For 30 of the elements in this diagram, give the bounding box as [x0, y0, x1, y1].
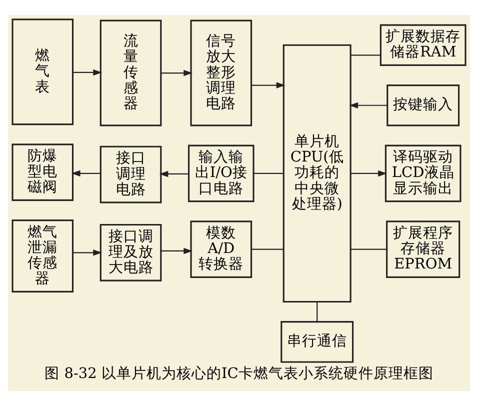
connector	[316, 302, 318, 322]
node-box: 扩展数据存储器RAM	[380, 24, 466, 66]
node-box: 译码驱动LCD液晶显示输出	[384, 144, 462, 202]
node-box: 信号放大整形调理电路	[190, 20, 252, 126]
arrow	[161, 70, 193, 76]
connector	[350, 248, 386, 250]
caption: 图 8-32 以单片机为核心的IC卡燃气表小系统硬件原理框图	[44, 366, 434, 382]
arrow	[252, 82, 286, 88]
node-box: 防爆型电磁阀	[12, 144, 74, 201]
node-box: 按键输入	[386, 84, 460, 126]
node-box: 扩展程序存储器EPROM	[386, 220, 460, 278]
arrow	[72, 250, 102, 256]
connector	[254, 172, 284, 174]
connector	[252, 248, 284, 250]
node-box: 燃气泄漏传感器	[12, 220, 74, 292]
node-box: 单片机CPU(低功耗的中央微处理器)	[282, 44, 352, 303]
node-box: 流量传感器	[100, 20, 162, 126]
arrow	[161, 248, 193, 254]
arrow	[72, 69, 102, 76]
node-box: 模数A/D转换器	[190, 220, 252, 278]
node-box: 串行通信	[280, 321, 354, 363]
node-box: 接口调理电路	[100, 146, 162, 204]
arrow	[71, 170, 100, 177]
arrow	[350, 170, 388, 177]
node-box: 输入输出I/O接口电路	[188, 144, 254, 202]
connector	[350, 54, 380, 56]
arrow	[349, 102, 388, 108]
node-box: 接口调理及放大电路	[100, 224, 162, 282]
node-box: 燃气表	[12, 18, 74, 126]
arrow	[159, 170, 189, 178]
